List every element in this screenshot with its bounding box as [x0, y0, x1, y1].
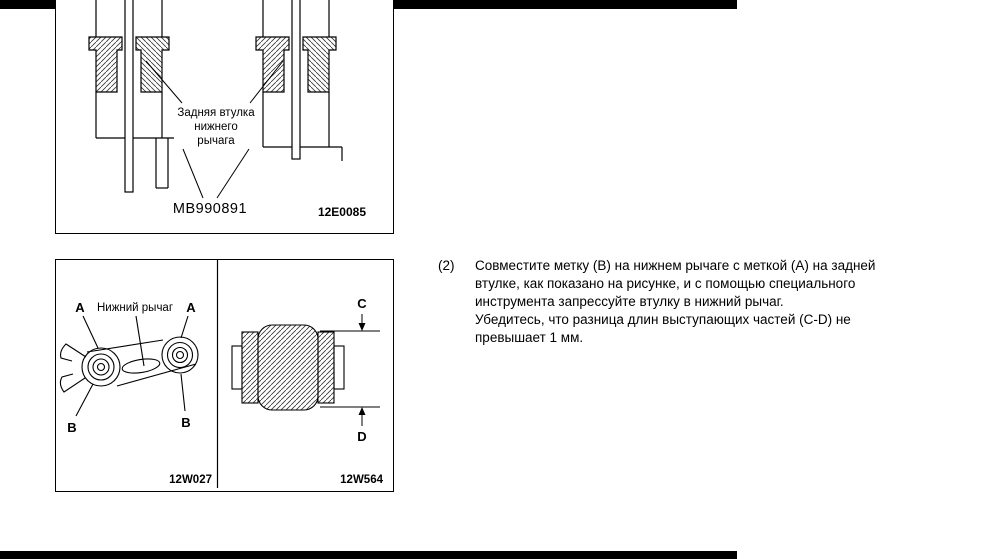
label-d: D — [357, 429, 366, 444]
label-c: C — [357, 296, 367, 311]
instruction-step: (2) Совместите метку (B) на нижнем рычаг… — [438, 257, 982, 347]
figure-code-left: 12W027 — [169, 474, 212, 486]
press-rod-right — [291, 0, 301, 160]
label-a-left: A — [75, 300, 85, 315]
label-b-left: B — [67, 420, 76, 435]
bushing-sleeve-left — [231, 345, 243, 390]
lower-arm-drawing — [59, 315, 199, 417]
bushing-body — [257, 324, 319, 411]
label-b-right: B — [181, 415, 190, 430]
measurement-c — [320, 314, 380, 332]
bushing-flange-right — [317, 331, 335, 404]
arm-fork-lower — [59, 373, 86, 393]
step-text: Совместите метку (B) на нижнем рычаге с … — [475, 257, 982, 347]
scan-artifact-bar-bottom — [0, 551, 737, 559]
bushing-label-line2: нижнего — [194, 121, 238, 133]
press-assembly-left — [88, 0, 174, 193]
press-rod-left — [124, 0, 134, 193]
bushing-label-line3: рычага — [197, 135, 235, 147]
step-text-line: Убедитесь, что разница длин выступающих … — [475, 312, 851, 327]
bushing-sleeve-right — [333, 345, 345, 390]
lower-arm-diagram: A Нижний рычаг A B B 12W027 C D 12W564 — [59, 260, 384, 488]
step-text-line: превышает 1 мм. — [475, 330, 584, 345]
step-number: (2) — [438, 258, 455, 273]
arm-slot — [121, 358, 161, 374]
press-tool-diagram: Задняя втулка нижнего рычага MB990891 12… — [88, 0, 366, 219]
step-text-line: Совместите метку (B) на нижнем рычаге с … — [475, 258, 876, 273]
figure-code-top: 12E0085 — [318, 205, 366, 219]
leader-lines — [145, 60, 284, 199]
label-a-right: A — [186, 300, 196, 315]
bushing-left-outer — [81, 347, 121, 387]
tool-number: MB990891 — [173, 201, 247, 217]
measurement-d — [320, 406, 380, 426]
bushing-right-outer — [161, 336, 199, 374]
figure-press-tool: Задняя втулка нижнего рычага MB990891 12… — [55, 0, 394, 234]
figure-code-right: 12W564 — [340, 474, 383, 486]
label-lower-arm: Нижний рычаг — [97, 302, 173, 314]
arm-fork-upper — [60, 343, 87, 362]
press-assembly-right — [255, 0, 343, 161]
step-text-line: инструмента запрессуйте втулку в нижний … — [475, 294, 784, 309]
bushing-side-view — [231, 324, 345, 411]
bushing-flange-left — [241, 331, 259, 404]
figure-lower-arm: A Нижний рычаг A B B 12W027 C D 12W564 — [55, 259, 394, 492]
bushing-label-line1: Задняя втулка — [177, 107, 255, 119]
step-text-line: втулке, как показано на рисунке, и с пом… — [475, 276, 856, 291]
